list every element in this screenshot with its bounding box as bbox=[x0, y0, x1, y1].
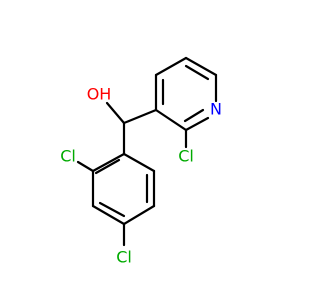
bond-c-pyridine bbox=[122, 108, 158, 125]
pyridine-bond-6 bbox=[154, 108, 188, 132]
bond-phenyl-ortho-cl bbox=[76, 160, 95, 173]
para-chlorine-label: Cl bbox=[116, 248, 132, 267]
phenyl-bond-3 bbox=[91, 204, 126, 226]
bond-c-oh bbox=[105, 101, 126, 125]
phenyl-bond-6 bbox=[122, 152, 156, 173]
molecule-structure: OH N Cl Cl Cl bbox=[60, 56, 222, 267]
ortho-chlorine-label: Cl bbox=[60, 147, 76, 166]
pyridine-bond-5-inner bbox=[183, 108, 205, 123]
pyridine-bond-5 bbox=[184, 116, 210, 132]
phenyl-bond-3-inner bbox=[98, 201, 126, 218]
pyridine-nitrogen-label: N bbox=[210, 100, 222, 119]
molecule-canvas: OH N Cl Cl Cl bbox=[60, 56, 222, 267]
pyridine-bond-3 bbox=[184, 56, 218, 77]
phenyl-bond-4 bbox=[122, 204, 156, 226]
pyridine-bond-2 bbox=[154, 56, 188, 77]
phenyl-bond-1-inner bbox=[94, 158, 121, 175]
pyridine-bond-3-inner bbox=[184, 64, 210, 81]
pyridine-chlorine-label: Cl bbox=[178, 147, 194, 166]
phenyl-bond-1 bbox=[91, 152, 126, 173]
hydroxyl-label: OH bbox=[87, 85, 112, 104]
